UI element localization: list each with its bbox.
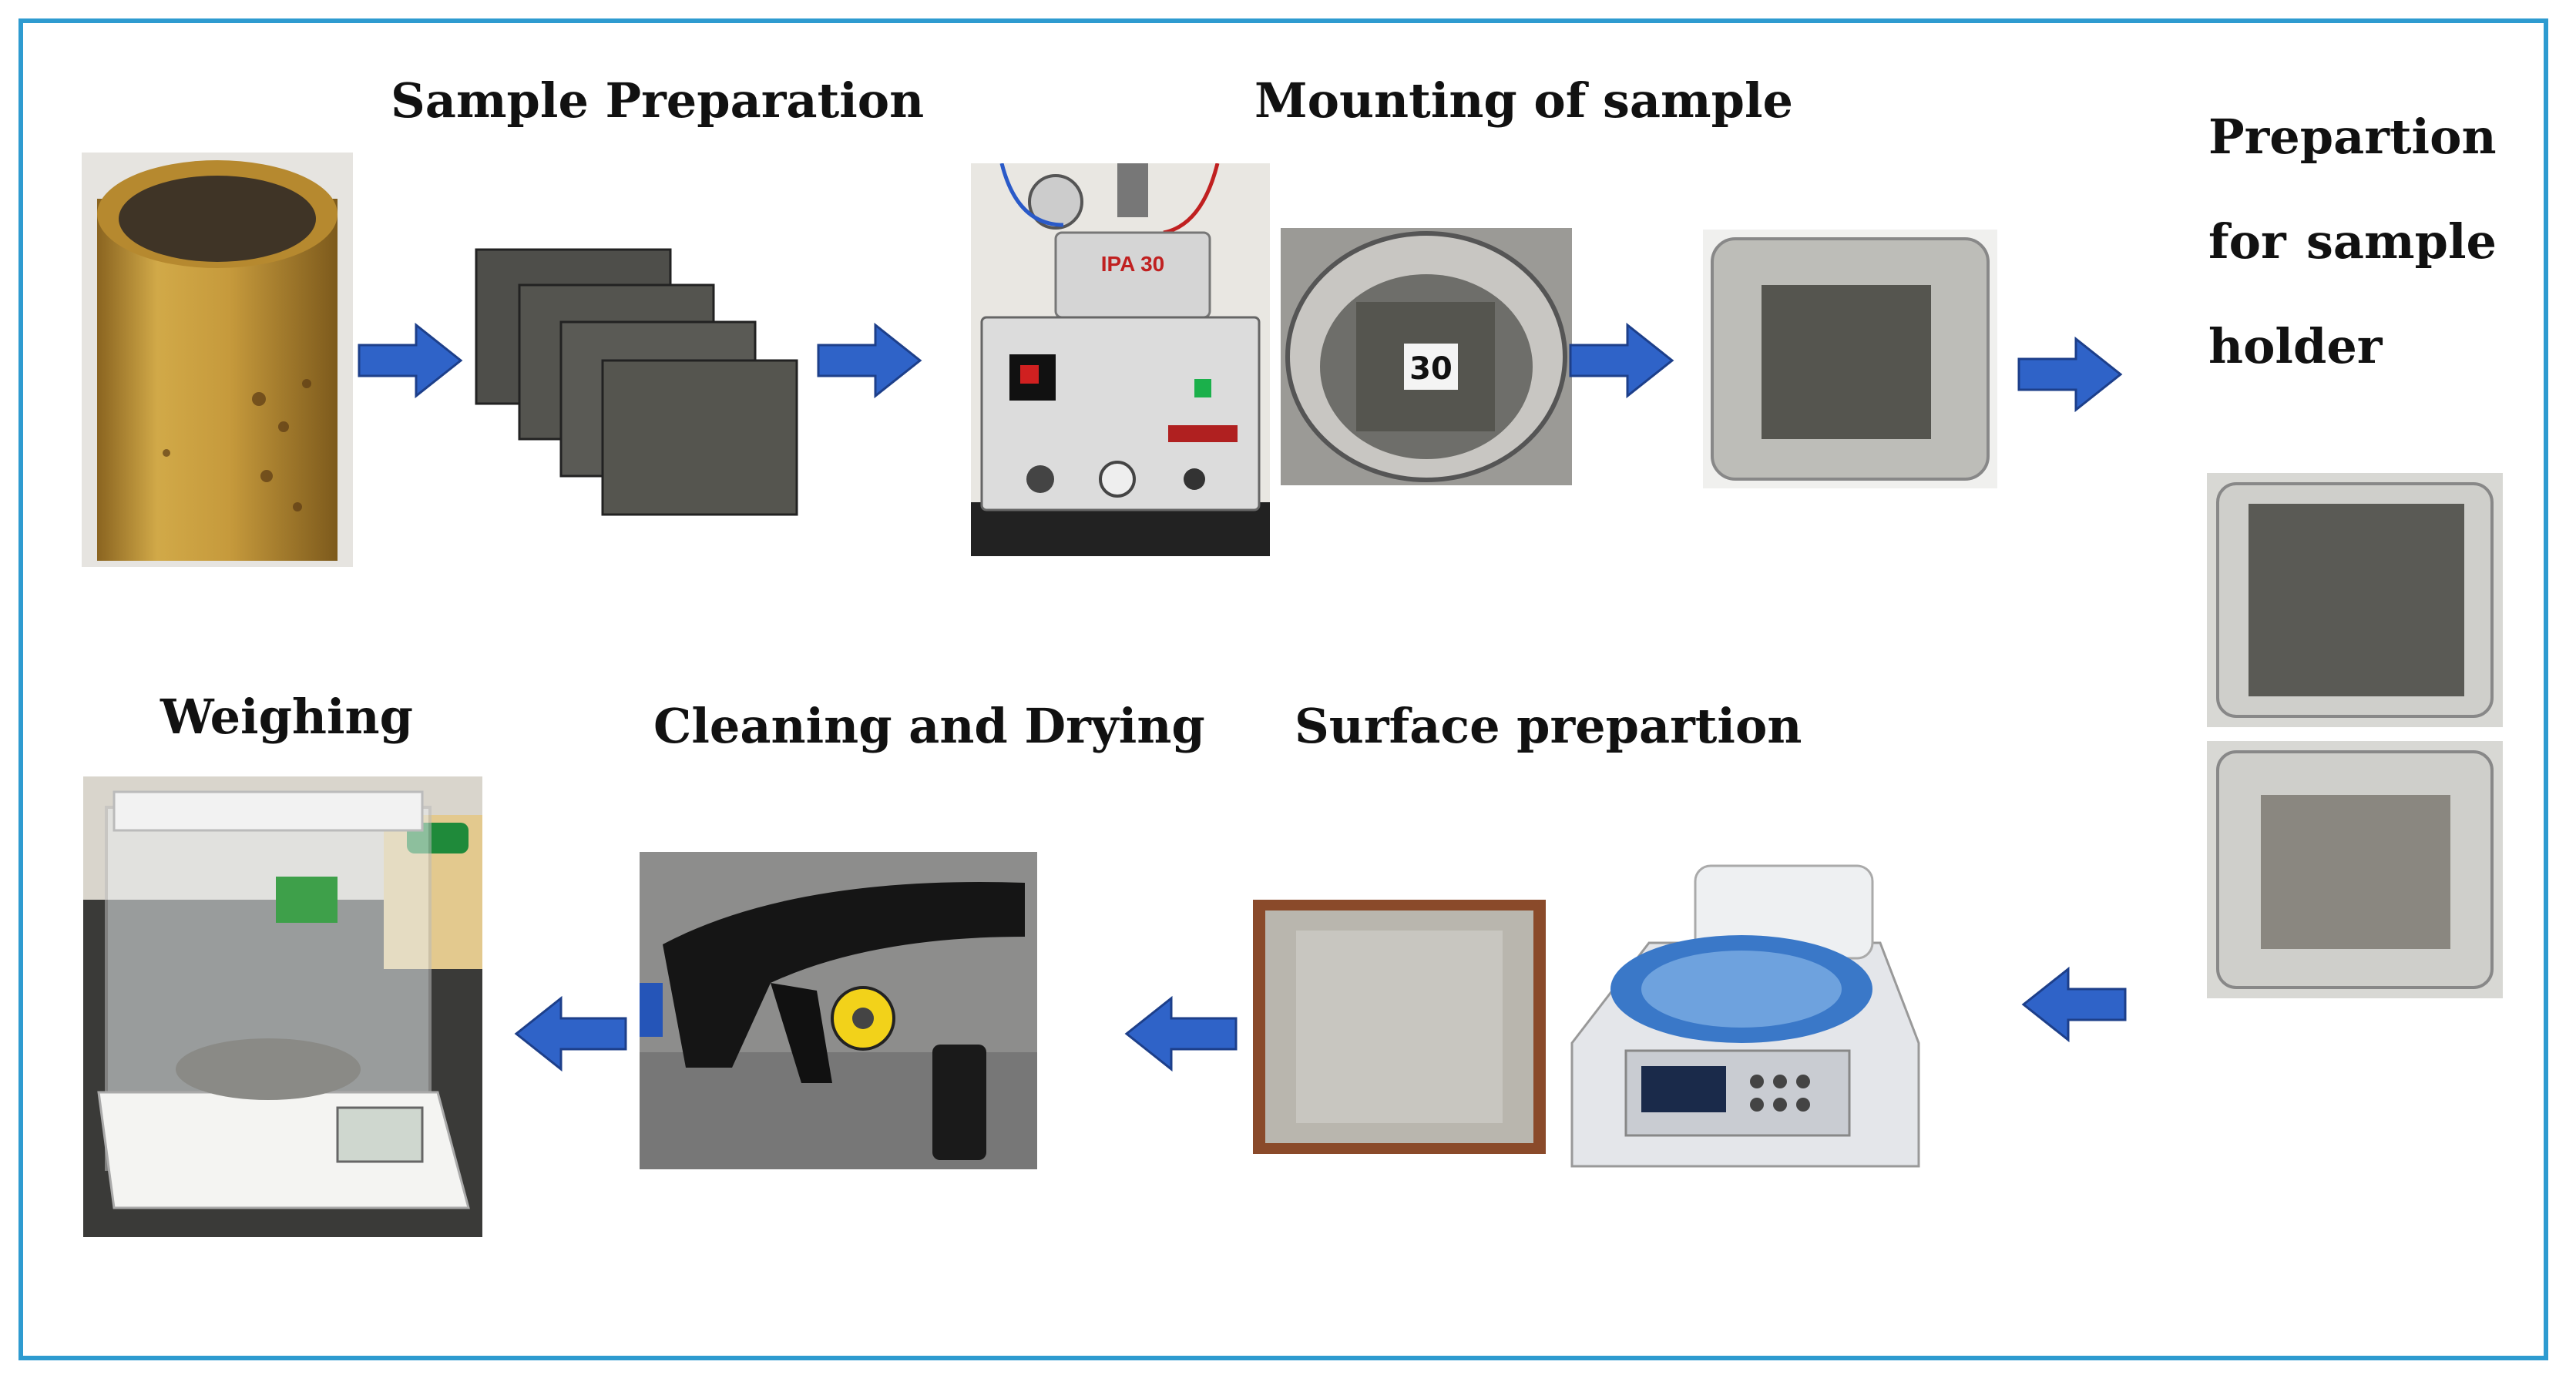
arrow-right-icon — [2017, 336, 2123, 413]
photo-mounted-sample — [1703, 230, 1997, 488]
arrow-left-icon — [514, 995, 627, 1072]
label-surface-preparation: Surface prepartion — [1295, 698, 1802, 754]
label-preparation-for-holder: Prepartion for sample holder — [2208, 109, 2497, 374]
label-mounting-of-sample: Mounting of sample — [1254, 72, 1793, 129]
photo-polishing-machine — [1557, 858, 1937, 1185]
arrow-right-icon — [817, 322, 922, 399]
photo-hair-dryer — [640, 852, 1037, 1169]
photo-mold-tag: 30 — [1281, 228, 1572, 485]
label-cleaning-and-drying: Cleaning and Drying — [653, 698, 1205, 754]
arrow-right-icon — [1569, 322, 1674, 399]
press-model-text: IPA 30 — [1101, 252, 1164, 276]
label-sample-preparation: Sample Preparation — [391, 72, 925, 129]
photo-steel-plates — [475, 245, 798, 522]
label-weighing: Weighing — [160, 689, 413, 745]
arrow-right-icon — [358, 322, 463, 399]
photo-sample-holder-top — [2207, 473, 2503, 727]
photo-sample-holder-bottom — [2207, 741, 2503, 998]
arrow-left-icon — [2021, 966, 2127, 1043]
photo-pipe — [82, 153, 353, 567]
sample-tag-text: 30 — [1409, 351, 1453, 387]
arrow-left-icon — [1124, 995, 1238, 1072]
photo-polished-sample — [1253, 900, 1546, 1154]
figure-frame — [18, 18, 2548, 1360]
photo-mounting-press: IPA 30 — [971, 163, 1270, 556]
photo-analytical-balance — [83, 776, 482, 1237]
